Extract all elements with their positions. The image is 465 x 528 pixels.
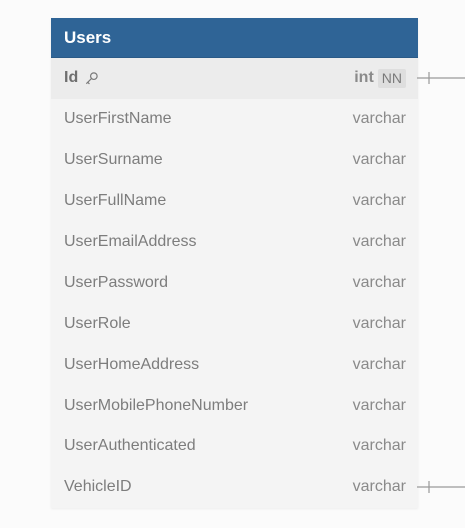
column-row-id[interactable]: Id int NN	[51, 58, 418, 99]
column-row[interactable]: UserSurname varchar	[51, 140, 418, 181]
column-name: Id	[64, 69, 79, 87]
column-list: Id int NN UserFirstName varchar UserSur	[51, 58, 418, 508]
column-type: varchar	[352, 396, 406, 414]
column-name: UserEmailAddress	[64, 233, 197, 250]
column-type: varchar	[352, 192, 406, 210]
column-type: varchar	[352, 314, 406, 332]
column-row[interactable]: UserMobilePhoneNumber varchar	[51, 385, 418, 426]
relationship-connector-id[interactable]	[417, 71, 465, 85]
column-row[interactable]: UserFirstName varchar	[51, 99, 418, 140]
column-row[interactable]: UserEmailAddress varchar	[51, 222, 418, 263]
table-title: Users	[64, 28, 112, 47]
column-name: UserPassword	[64, 273, 169, 291]
column-name: UserAuthenticated	[64, 437, 196, 455]
column-type: varchar	[352, 233, 406, 250]
column-type: varchar	[352, 478, 406, 496]
column-row[interactable]: UserPassword varchar	[51, 262, 418, 303]
relationship-connector-vehicleid[interactable]	[417, 480, 465, 494]
table-header[interactable]: Users	[51, 18, 418, 58]
column-type: varchar	[352, 437, 406, 455]
column-name: UserHomeAddress	[64, 355, 200, 373]
column-type: varchar	[352, 355, 406, 373]
column-type: varchar	[352, 110, 406, 128]
column-type: varchar	[352, 273, 406, 291]
not-null-badge: NN	[377, 68, 406, 88]
column-name: UserFullName	[64, 192, 167, 210]
column-type: int	[354, 69, 374, 87]
column-name: VehicleID	[64, 478, 132, 496]
column-name: UserFirstName	[64, 110, 172, 128]
column-name: UserMobilePhoneNumber	[64, 396, 249, 414]
key-icon	[86, 72, 98, 85]
column-name: UserSurname	[64, 151, 163, 169]
column-type: varchar	[352, 151, 406, 169]
column-row[interactable]: UserHomeAddress varchar	[51, 344, 418, 385]
column-row[interactable]: UserAuthenticated varchar	[51, 426, 418, 467]
column-row[interactable]: UserFullName varchar	[51, 181, 418, 222]
column-row-vehicleid[interactable]: VehicleID varchar	[51, 467, 418, 508]
column-name: UserRole	[64, 314, 131, 332]
users-table[interactable]: Users Id int NN UserFirstName	[51, 18, 418, 508]
column-row[interactable]: UserRole varchar	[51, 303, 418, 344]
